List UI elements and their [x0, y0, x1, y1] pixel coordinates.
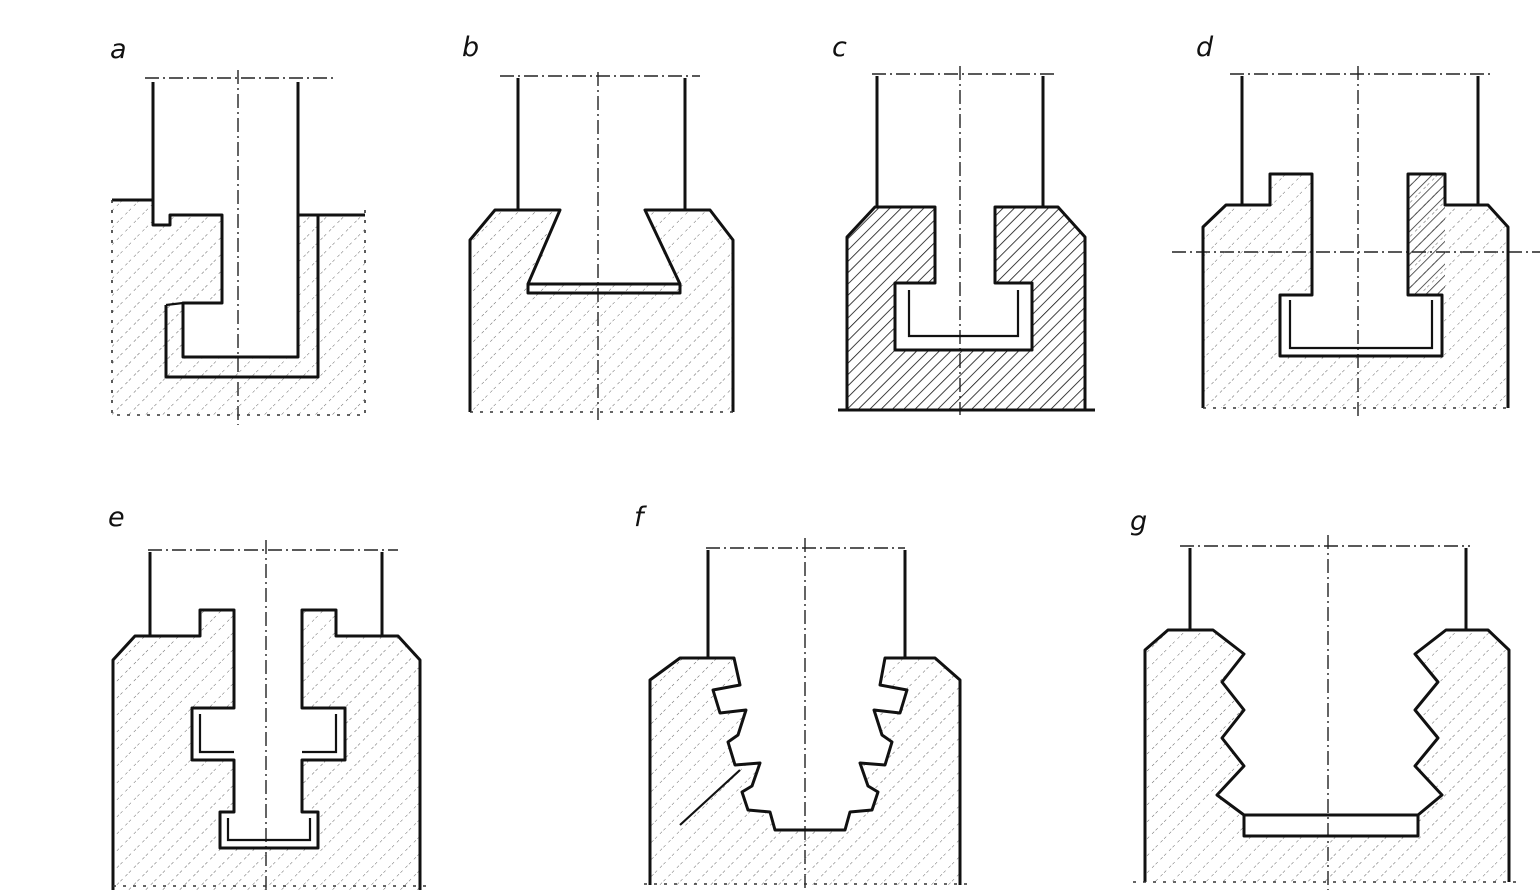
tapered-thread-f: [706, 550, 909, 832]
housing-e: [113, 610, 420, 890]
housing-g: [1145, 630, 1509, 882]
panel-a: a: [110, 34, 366, 425]
housing-a: [112, 200, 365, 415]
panel-c: c: [832, 32, 1095, 415]
panel-label-c: c: [832, 32, 847, 63]
panel-label-a: a: [110, 34, 127, 65]
panel-f: f: [634, 502, 968, 890]
housing-f: [650, 658, 960, 885]
housing-d: [1203, 174, 1508, 408]
panel-d: d: [1172, 32, 1540, 420]
dovetail-shaft-b: [516, 78, 687, 286]
housing-b: [470, 210, 733, 412]
panel-g: g: [1130, 506, 1518, 890]
panel-e: e: [108, 502, 430, 890]
panel-label-e: e: [108, 502, 125, 533]
housing-c: [847, 207, 1085, 410]
panel-b: b: [462, 32, 735, 420]
panel-label-b: b: [462, 32, 479, 63]
panel-label-d: d: [1196, 32, 1214, 63]
shaft-c: [875, 76, 1045, 207]
stepped-shaft-e: [148, 552, 384, 850]
threaded-shaft-g: [1188, 548, 1468, 838]
panel-label-f: f: [634, 502, 647, 533]
panel-label-g: g: [1130, 506, 1147, 537]
shaft-a: [151, 82, 300, 359]
